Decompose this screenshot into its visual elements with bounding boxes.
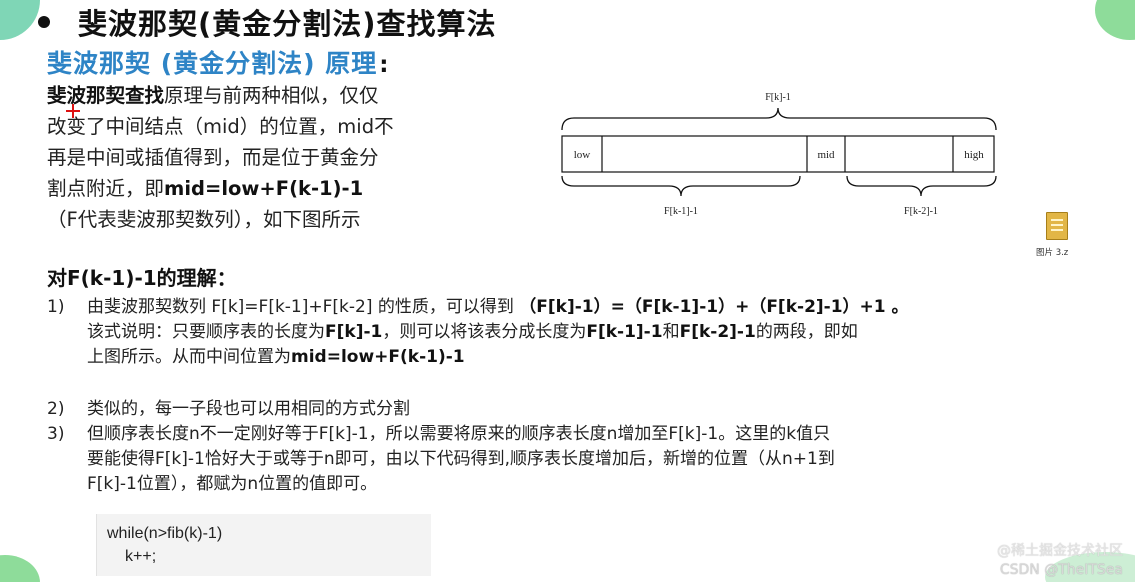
diagram-top-label: F[k]-1 xyxy=(765,92,791,103)
text-run: 和 xyxy=(662,322,680,342)
intro-paragraph: 斐波那契查找原理与前两种相似，仅仅 改变了中间结点（mid）的位置，mid不 再… xyxy=(47,80,487,235)
cell-high: high xyxy=(964,149,984,161)
array-bar xyxy=(561,135,995,173)
code-line-2: k++; xyxy=(125,548,157,565)
subtitle-row: 斐波那契 (黄金分割法) 原理 : xyxy=(47,44,388,80)
code-block: while(n>fib(k)-1) k++; xyxy=(96,514,431,576)
text-run: ，则可以将该表分成长度为 xyxy=(382,322,587,342)
watermark-csdn: CSDN @TheITSea xyxy=(999,562,1123,578)
list-item-text: 类似的，每一子段也可以用相同的方式分割 xyxy=(87,397,1047,422)
text-run: 该式说明：只要顺序表的长度为 xyxy=(87,322,325,342)
left-brace xyxy=(561,175,801,197)
formula-run: F[k]-1 xyxy=(325,322,383,342)
list-line: 该式说明：只要顺序表的长度为F[k]-1，则可以将该表分成长度为F[k-1]-1… xyxy=(87,320,1047,345)
intro-line-2: 改变了中间结点（mid）的位置，mid不 xyxy=(47,115,394,138)
code-line-1: while(n>fib(k)-1) xyxy=(107,525,223,542)
list-item-2: 2) 类似的，每一子段也可以用相同的方式分割 xyxy=(47,397,1047,422)
file-icon[interactable]: 图片 3.z xyxy=(1036,212,1074,260)
intro-formula: mid=low+F(k-1)-1 xyxy=(164,177,364,200)
fibonacci-split-diagram: F[k]-1 low mid high F[k-1]-1 F[k-2]-1 xyxy=(561,92,997,217)
right-brace xyxy=(846,175,997,197)
list-number: 3) xyxy=(47,424,65,444)
corner-decoration-bottom-left xyxy=(0,555,40,582)
list-gap xyxy=(47,370,1047,397)
left-label: F[k-1]-1 xyxy=(664,206,698,217)
text-run: 由斐波那契数列 F[k]=F[k-1]+F[k-2] 的性质，可以得到 xyxy=(87,297,520,317)
list-item-text: 由斐波那契数列 F[k]=F[k-1]+F[k-2] 的性质，可以得到 （F[k… xyxy=(87,295,1047,370)
list-line: 类似的，每一子段也可以用相同的方式分割 xyxy=(87,399,410,419)
formula-run: mid=low+F(k-1)-1 xyxy=(291,347,465,367)
title-row: 斐波那契(黄金分割法)查找算法 xyxy=(38,4,497,41)
list-number: 2) xyxy=(47,399,65,419)
list-line: 要能使得F[k]-1恰好大于或等于n即可，由以下代码得到,顺序表长度增加后，新增… xyxy=(87,449,835,469)
subtitle-colon: : xyxy=(379,52,389,78)
intro-line-1-text: 原理与前两种相似，仅仅 xyxy=(164,84,379,107)
bullet-icon xyxy=(38,16,50,28)
formula-run: F[k-1]-1 xyxy=(586,322,663,342)
list-line: 上图所示。从而中间位置为mid=low+F(k-1)-1 xyxy=(87,345,1047,370)
list-line: 由斐波那契数列 F[k]=F[k-1]+F[k-2] 的性质，可以得到 （F[k… xyxy=(87,295,1047,320)
text-run: 的两段，即如 xyxy=(755,322,858,342)
formula-run: （F[k]-1）=（F[k-1]-1）+（F[k-2]-1）+1 。 xyxy=(519,297,909,317)
corner-decoration-top-right xyxy=(1095,0,1135,40)
section-heading: 对F(k-1)-1的理解： xyxy=(47,266,237,290)
text-run: 上图所示。从而中间位置为 xyxy=(87,347,291,367)
intro-term: 斐波那契查找 xyxy=(47,84,165,107)
intro-line-1: 斐波那契查找原理与前两种相似，仅仅 xyxy=(47,80,487,111)
cell-low: low xyxy=(574,149,591,161)
cursor-crosshair-icon xyxy=(66,104,80,118)
watermark-juejin: @稀土掘金技术社区 xyxy=(997,543,1123,559)
intro-line-4: 割点附近，即mid=low+F(k-1)-1 xyxy=(47,173,487,204)
document-icon xyxy=(1046,212,1068,240)
right-label: F[k-2]-1 xyxy=(904,206,938,217)
corner-decoration-top-left xyxy=(0,0,40,40)
intro-line-5: （F代表斐波那契数列），如下图所示 xyxy=(47,208,361,231)
intro-line-4-text: 割点附近，即 xyxy=(47,177,165,200)
list-item-3: 3) 但顺序表长度n不一定刚好等于F[k]-1，所以需要将原来的顺序表长度n增加… xyxy=(47,422,1047,497)
formula-run: F[k-2]-1 xyxy=(679,322,756,342)
cell-mid: mid xyxy=(817,149,835,161)
file-icon-label: 图片 3.z xyxy=(1036,248,1069,258)
slide-title: 斐波那契(黄金分割法)查找算法 xyxy=(78,7,497,41)
list-item-1: 1) 由斐波那契数列 F[k]=F[k-1]+F[k-2] 的性质，可以得到 （… xyxy=(47,295,1047,370)
list-number: 1) xyxy=(47,297,65,317)
top-brace xyxy=(561,107,997,131)
list-item-text: 但顺序表长度n不一定刚好等于F[k]-1，所以需要将原来的顺序表长度n增加至F[… xyxy=(87,422,1047,497)
list-line: F[k]-1位置），都赋为n位置的值即可。 xyxy=(87,474,378,494)
intro-line-3: 再是中间或插值得到，而是位于黄金分 xyxy=(47,146,379,169)
list-line: 但顺序表长度n不一定刚好等于F[k]-1，所以需要将原来的顺序表长度n增加至F[… xyxy=(87,424,831,444)
slide-subtitle: 斐波那契 (黄金分割法) 原理 xyxy=(47,49,378,78)
explanation-list: 1) 由斐波那契数列 F[k]=F[k-1]+F[k-2] 的性质，可以得到 （… xyxy=(47,295,1047,497)
